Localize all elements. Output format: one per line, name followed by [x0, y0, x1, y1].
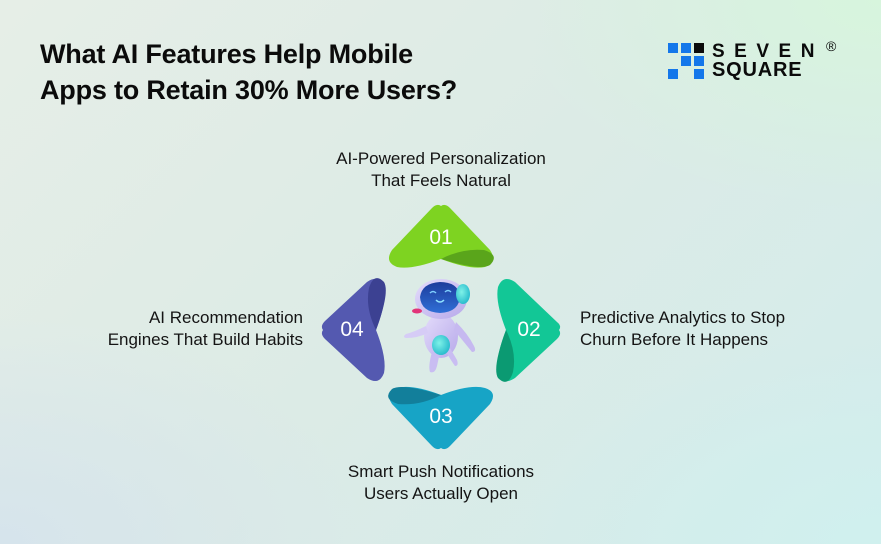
step-01-line-1: AI-Powered Personalization: [336, 149, 546, 168]
step-04-line-1: AI Recommendation: [148, 308, 303, 327]
title-line-2: Apps to Retain 30% More Users?: [40, 75, 458, 105]
step-label-01: AI-Powered Personalization That Feels Na…: [300, 148, 582, 192]
step-number-02: 02: [517, 318, 541, 341]
step-number-03: 03: [429, 405, 453, 428]
logo-line-2: SQUARE: [712, 59, 803, 81]
robot-mascot-icon: [404, 279, 476, 373]
page-title: What AI Features Help Mobile Apps to Ret…: [40, 36, 600, 108]
step-01-line-2: That Feels Natural: [371, 171, 511, 190]
registered-mark: ®: [826, 38, 837, 54]
step-02-line-2: Churn Before It Happens: [580, 330, 769, 349]
step-04-line-2: Engines That Build Habits: [107, 330, 303, 349]
step-number-01: 01: [429, 226, 453, 249]
seven-square-logo: SEVEN SQUARE: [668, 42, 824, 80]
step-label-03: Smart Push Notifications Users Actually …: [300, 461, 582, 505]
step-03-line-2: Users Actually Open: [363, 484, 518, 503]
step-label-04: AI Recommendation Engines That Build Hab…: [40, 307, 303, 351]
arrow-02-icon: [496, 278, 561, 382]
step-03-line-1: Smart Push Notifications: [347, 462, 535, 481]
arrow-04-icon: [321, 278, 386, 382]
arrow-01-icon: [388, 204, 494, 268]
logo-wordmark: SEVEN SQUARE: [712, 42, 824, 80]
arrow-03-icon: [388, 386, 494, 450]
logo-grid-icon: [668, 43, 704, 79]
step-02-line-1: Predictive Analytics to Stop: [580, 308, 786, 327]
logo-line-1: SEVEN: [712, 41, 824, 62]
step-number-04: 04: [340, 318, 364, 341]
step-label-02: Predictive Analytics to Stop Churn Befor…: [580, 307, 860, 351]
title-line-1: What AI Features Help Mobile: [40, 39, 413, 69]
